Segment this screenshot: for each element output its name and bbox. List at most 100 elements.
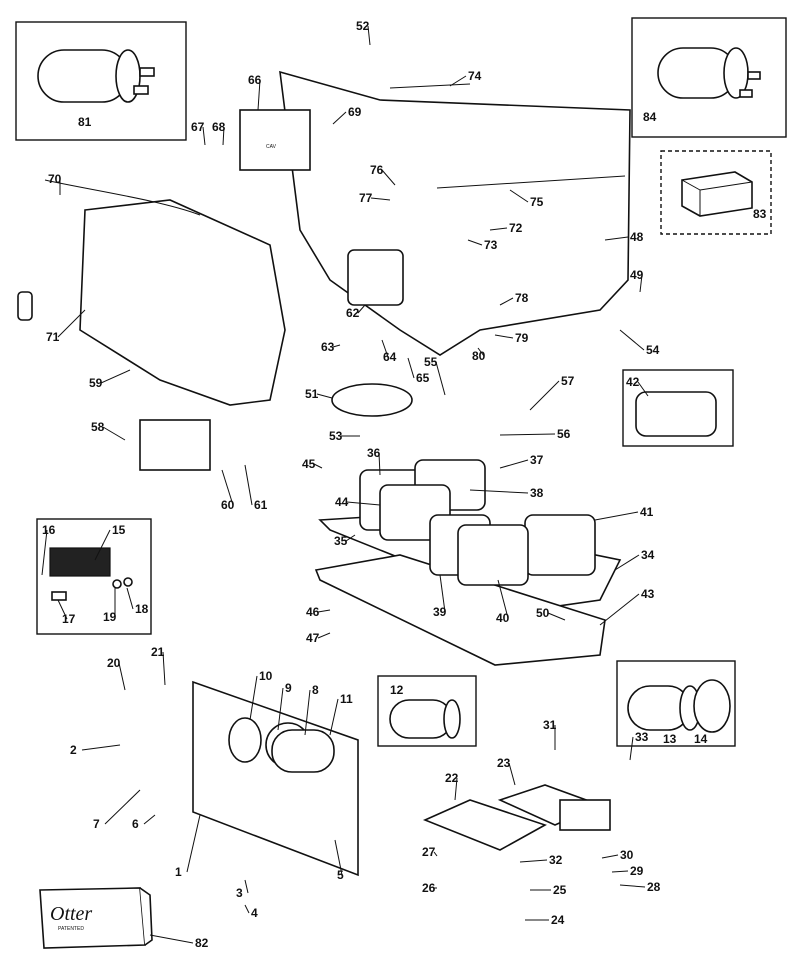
leader-line-77 — [370, 197, 391, 201]
part-label-13: 13 — [663, 732, 677, 746]
part-label-28: 28 — [647, 880, 661, 894]
part-label-41: 41 — [640, 505, 654, 519]
part-label-10: 10 — [259, 669, 273, 683]
part-label-18: 18 — [135, 602, 149, 616]
part-label-70: 70 — [48, 172, 62, 186]
leader-line-35 — [345, 534, 356, 542]
part-label-15: 15 — [112, 523, 126, 537]
relay-41 — [524, 514, 596, 576]
part-label-73: 73 — [484, 238, 498, 252]
leader-line-62 — [357, 304, 366, 314]
inset-box-84 — [631, 17, 787, 138]
leader-line-48 — [604, 236, 629, 241]
part-label-6: 6 — [132, 817, 139, 831]
part-label-44: 44 — [335, 495, 349, 509]
part-label-36: 36 — [367, 446, 381, 460]
leader-line-58 — [102, 426, 126, 441]
part-label-35: 35 — [334, 534, 348, 548]
part-label-11: 11 — [340, 692, 353, 706]
part-label-56: 56 — [557, 427, 571, 441]
part-label-14: 14 — [694, 732, 708, 746]
part-label-9: 9 — [285, 681, 292, 695]
part-label-33: 33 — [635, 730, 649, 744]
part-label-16: 16 — [42, 523, 56, 537]
part-label-76: 76 — [370, 163, 384, 177]
part-label-51: 51 — [305, 387, 319, 401]
part-label-68: 68 — [212, 120, 226, 134]
part-label-38: 38 — [530, 486, 544, 500]
leader-line-44 — [346, 501, 381, 506]
leader-line-7 — [104, 789, 141, 825]
part-label-39: 39 — [433, 605, 447, 619]
bracket-22 — [422, 799, 547, 851]
leader-line-52 — [367, 25, 371, 46]
leader-line-79 — [494, 334, 514, 339]
part-label-57: 57 — [561, 374, 575, 388]
leader-line-23 — [508, 762, 516, 786]
inset-box-83 — [660, 150, 772, 235]
terminal-block-15 — [49, 547, 133, 601]
leader-line-32 — [519, 859, 548, 863]
leader-line-21 — [162, 651, 166, 686]
leader-line-22 — [454, 777, 458, 801]
part-label-80: 80 — [472, 349, 486, 363]
fuse-board-1 — [192, 680, 359, 877]
part-label-45: 45 — [302, 457, 316, 471]
part-label-66: 66 — [248, 73, 262, 87]
leader-line-15 — [94, 529, 111, 561]
inset-box-15 — [36, 518, 152, 635]
otter-patented: PATENTED — [58, 926, 84, 932]
flasher-13 — [627, 679, 731, 733]
part-label-67: 67 — [191, 120, 205, 134]
inset-box-12 — [377, 675, 477, 747]
part-label-47: 47 — [306, 631, 320, 645]
part-label-46: 46 — [306, 605, 320, 619]
leader-line-55 — [435, 361, 446, 396]
relay-83 — [681, 171, 753, 217]
otter-logo: Otter — [50, 903, 92, 925]
leader-line-11 — [329, 698, 339, 736]
part-label-74: 74 — [468, 69, 482, 83]
leader-line-45 — [313, 463, 323, 469]
leader-line-50 — [547, 612, 566, 621]
part-label-52: 52 — [356, 19, 370, 33]
relay-10 — [228, 717, 262, 763]
part-label-21: 21 — [151, 645, 165, 659]
part-label-1: 1 — [175, 865, 182, 879]
part-label-5: 5 — [337, 868, 344, 882]
leader-line-61 — [244, 464, 253, 506]
leader-line-72 — [489, 227, 508, 231]
leader-line-47 — [317, 632, 331, 639]
part-label-77: 77 — [359, 191, 373, 205]
leader-line-54 — [619, 329, 645, 351]
leader-line-80 — [477, 347, 485, 357]
part-label-61: 61 — [254, 498, 268, 512]
leader-line-33 — [629, 736, 634, 761]
flasher-unit-81 — [37, 49, 155, 103]
leader-line-36 — [378, 452, 381, 476]
leader-line-64 — [381, 339, 389, 358]
leader-line-65 — [407, 357, 415, 379]
relay-40 — [457, 524, 529, 586]
flasher-unit-84 — [657, 47, 761, 99]
part-label-65: 65 — [416, 371, 430, 385]
part-label-29: 29 — [630, 864, 644, 878]
part-label-62: 62 — [346, 306, 360, 320]
leader-line-28 — [619, 884, 646, 888]
mounting-bracket-48 — [279, 70, 631, 356]
leader-line-30 — [601, 854, 619, 859]
part-label-25: 25 — [553, 883, 567, 897]
part-label-30: 30 — [620, 848, 634, 862]
mounting-plate-43 — [314, 554, 606, 666]
part-label-64: 64 — [383, 350, 397, 364]
part-label-23: 23 — [497, 756, 511, 770]
leader-line-78 — [499, 297, 514, 306]
part-label-43: 43 — [641, 587, 655, 601]
part-label-20: 20 — [107, 656, 121, 670]
leader-line-60 — [221, 469, 234, 506]
inset-box-13 — [616, 660, 736, 747]
part-label-72: 72 — [509, 221, 523, 235]
leader-line-69 — [332, 111, 347, 125]
leader-line-17 — [57, 599, 68, 620]
